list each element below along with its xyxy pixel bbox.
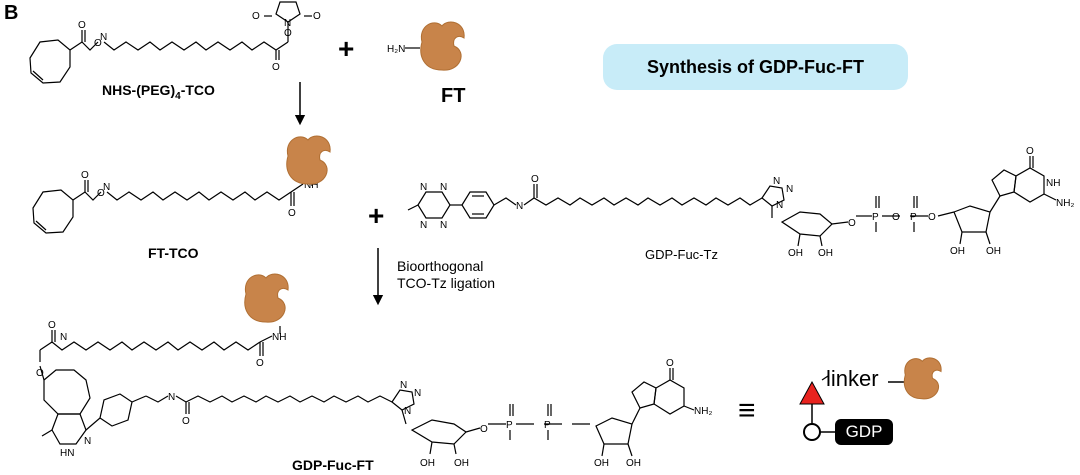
- reaction-condition-line1: Bioorthogonal: [397, 258, 484, 274]
- protein-blob-icon: [244, 273, 289, 323]
- atom-o: O: [94, 38, 102, 49]
- atom-oh: OH: [986, 246, 1001, 257]
- atom-o: O: [182, 416, 190, 427]
- atom-o: O: [48, 320, 56, 331]
- protein-blob-icon: [420, 21, 465, 71]
- atom-nh2: NH₂: [694, 406, 712, 417]
- ft-amine-label: H₂N: [387, 44, 405, 55]
- atom-n: N: [773, 176, 780, 187]
- atom-o: O: [81, 170, 89, 181]
- nhs-peg-tco-label: NHS-(PEG)4-TCO: [102, 82, 215, 102]
- gdp-fuc-ft-structure: [39, 326, 695, 457]
- atom-o: O: [848, 218, 856, 229]
- atom-n: N: [168, 392, 175, 403]
- ft-tco-label: FT-TCO: [148, 245, 199, 261]
- reaction-condition-line2: TCO-Tz ligation: [397, 275, 496, 291]
- atom-nh: NH: [272, 332, 286, 343]
- atom-n: N: [776, 200, 783, 211]
- atom-o: O: [313, 11, 321, 22]
- atom-n: N: [440, 220, 447, 231]
- nhs-peg-tco-structure: [29, 1, 312, 84]
- atom-n: N: [84, 436, 91, 447]
- atom-n: N: [440, 182, 447, 193]
- plus-sign: +: [368, 200, 384, 231]
- protein-blob-icon: [903, 357, 942, 400]
- legend-linker-label: linker: [826, 366, 879, 391]
- guanosine-circle-icon: [803, 423, 821, 441]
- protein-blob-icon: [286, 135, 331, 185]
- atom-o: O: [272, 62, 280, 73]
- atom-p: P: [872, 212, 879, 223]
- atom-nh2: NH₂: [1056, 198, 1074, 209]
- atom-p: P: [544, 420, 551, 431]
- atom-o: O: [1026, 146, 1034, 157]
- atom-o: O: [97, 188, 105, 199]
- panel-letter: B: [4, 2, 19, 24]
- atom-n: N: [786, 184, 793, 195]
- atom-oh: OH: [420, 458, 435, 469]
- atom-oh: OH: [950, 246, 965, 257]
- atom-n: N: [414, 388, 421, 399]
- ft-tco-structure: [32, 178, 313, 234]
- atom-o: O: [892, 212, 900, 223]
- atom-o: O: [480, 424, 488, 435]
- atom-n: N: [103, 182, 110, 193]
- legend-gdp-box: GDP: [835, 419, 893, 445]
- scheme-title: Synthesis of GDP-Fuc-FT: [603, 44, 908, 90]
- gdp-fuc-tz-label: GDP-Fuc-Tz: [645, 247, 718, 262]
- atom-hn: HN: [60, 448, 74, 459]
- atom-o: O: [928, 212, 936, 223]
- atom-oh: OH: [818, 248, 833, 259]
- atom-n: N: [516, 201, 523, 212]
- atom-n: N: [60, 332, 67, 343]
- atom-oh: OH: [454, 458, 469, 469]
- atom-n: N: [404, 406, 411, 417]
- fucose-triangle-icon: [799, 380, 825, 405]
- atom-o: O: [666, 358, 674, 369]
- atom-nh: NH: [304, 180, 318, 191]
- atom-oh: OH: [626, 458, 641, 469]
- atom-nh: NH: [1046, 178, 1060, 189]
- atom-oh: OH: [788, 248, 803, 259]
- atom-n: N: [420, 220, 427, 231]
- atom-o: O: [288, 208, 296, 219]
- atom-n: N: [400, 380, 407, 391]
- atom-n: N: [100, 32, 107, 43]
- atom-o: O: [531, 174, 539, 185]
- equivalence-sign: ≡: [738, 394, 756, 427]
- atom-o: O: [256, 358, 264, 369]
- gdp-fuc-tz-structure: [407, 156, 1057, 247]
- atom-n: N: [420, 182, 427, 193]
- atom-p: P: [506, 420, 513, 431]
- atom-o: O: [252, 11, 260, 22]
- atom-oh: OH: [594, 458, 609, 469]
- atom-o: O: [36, 368, 44, 379]
- ft-label: FT: [441, 85, 466, 107]
- gdp-fuc-ft-label: GDP-Fuc-FT: [292, 457, 374, 473]
- atom-n: N: [284, 18, 291, 29]
- plus-sign: +: [338, 33, 354, 64]
- atom-p: P: [910, 212, 917, 223]
- atom-o: O: [284, 28, 292, 39]
- atom-o: O: [78, 20, 86, 31]
